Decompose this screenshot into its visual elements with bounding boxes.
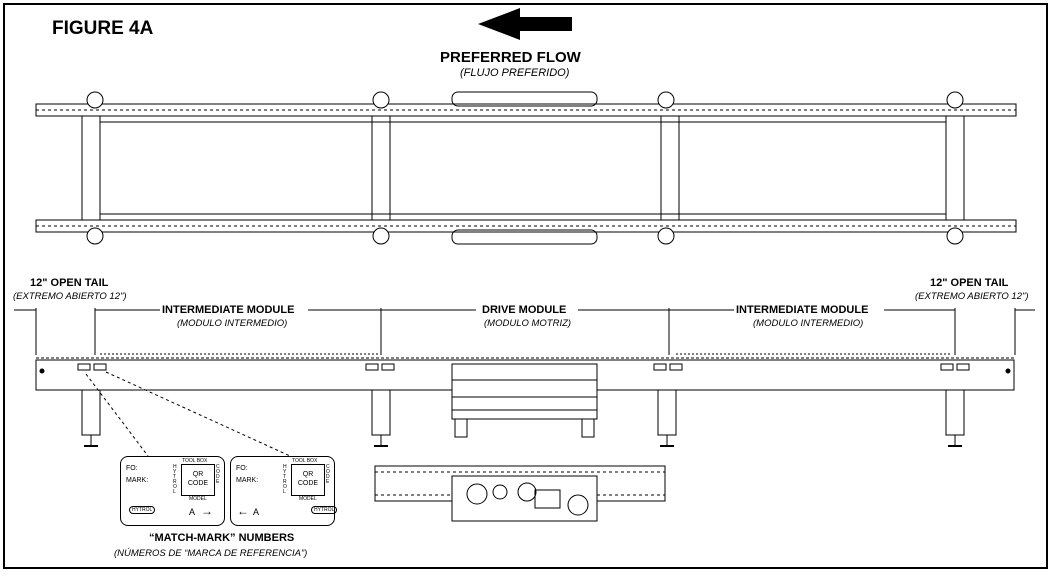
tag-mark-label: MARK: [236,477,259,484]
dimension-lines [14,308,1035,355]
drive-detail [374,465,666,522]
qr-code-box: QR CODE [291,464,325,496]
tag-code-label: CODE [216,464,220,485]
tag-model-label: MODEL [299,496,317,502]
tag-brand-label: HYTROL [173,464,177,495]
flow-sublabel: (FLUJO PREFERIDO) [460,67,570,79]
tag-toolbox-label: TOOL BOX [182,458,208,464]
qr-code-box: QR CODE [181,464,215,496]
side-view [35,353,1015,447]
figure-frame [3,3,1048,569]
hytrol-logo: HYTROL [129,506,156,514]
match-mark-tag: FO: MARK: TOOL BOX HYTROL CODE QR CODE M… [230,456,338,526]
module-label: DRIVE MODULE [482,304,567,316]
tag-toolbox-label: TOOL BOX [292,458,318,464]
match-mark-sublabel: (NÚMEROS DE “MARCA DE REFERENCIA”) [114,548,308,559]
tag-fo-label: FO: [126,465,138,472]
top-view [35,91,1017,245]
module-label: INTERMEDIATE MODULE [162,304,295,316]
figure-title: FIGURE 4A [52,18,154,39]
arrow-left-icon: ← [237,504,249,518]
flow-arrow-icon [478,8,572,40]
tag-fo-label: FO: [236,465,248,472]
tag-model-label: MODEL [189,496,207,502]
arrow-right-icon: → [201,504,213,518]
tag-letter: A [253,507,260,517]
flow-label: PREFERRED FLOW [440,49,581,66]
tag-code-label: CODE [326,464,330,485]
match-mark-tag: FO: MARK: TOOL BOX HYTROL CODE QR CODE M… [120,456,225,526]
left-tail-sublabel: (EXTREMO ABIERTO 12") [13,291,127,302]
hytrol-logo: HYTROL [311,506,338,514]
left-tail-label: 12" OPEN TAIL [30,277,109,289]
module-sublabel: (MODULO MOTRIZ) [484,318,572,329]
right-tail-label: 12" OPEN TAIL [930,277,1009,289]
tag-brand-label: HYTROL [283,464,287,495]
leader-lines [85,371,291,457]
right-tail-sublabel: (EXTREMO ABIERTO 12") [915,291,1029,302]
module-sublabel: (MODULO INTERMEDIO) [753,318,864,329]
tag-mark-label: MARK: [126,477,149,484]
tag-letter: A [189,507,196,517]
match-mark-label: “MATCH-MARK” NUMBERS [149,532,295,544]
module-label: INTERMEDIATE MODULE [736,304,869,316]
module-sublabel: (MODULO INTERMEDIO) [177,318,288,329]
